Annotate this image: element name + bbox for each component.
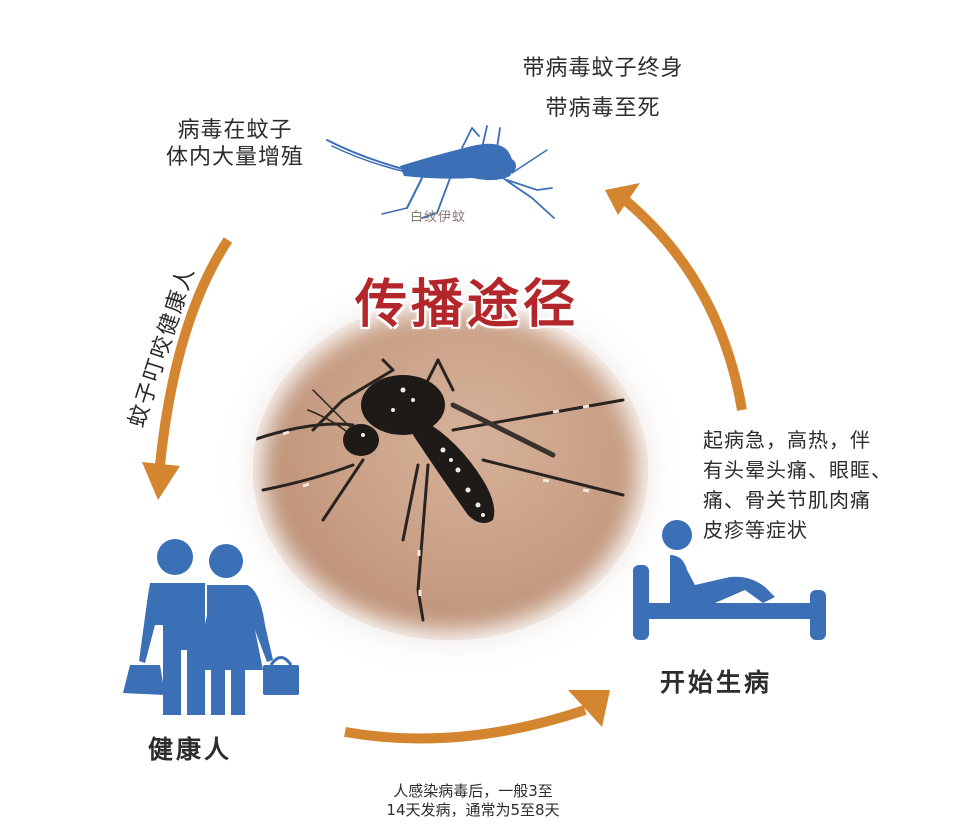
symptoms-line3: 痛、骨关节肌肉痛 — [703, 488, 871, 512]
species-label: 白纹伊蚊 — [410, 210, 467, 225]
arrow-right-bottom — [344, 705, 587, 744]
incubation-line1: 人感染病毒后，一般3至 — [393, 782, 553, 800]
fall-ill-label: 开始生病 — [660, 668, 773, 697]
aedes-mosquito-illustration — [253, 358, 625, 622]
arrow-down-left — [155, 237, 233, 466]
incubation-note: 人感染病毒后，一般3至 14天发病，通常为5至8天 — [338, 782, 608, 820]
mosquito-photo — [253, 300, 648, 640]
person-in-bed-icon — [633, 520, 826, 640]
mosquito-icon — [326, 125, 555, 219]
couple-icon — [123, 539, 299, 715]
symptoms-line4: 皮疹等症状 — [703, 518, 808, 542]
carrier-note-line2: 带病毒至死 — [545, 96, 661, 121]
replication-line1: 病毒在蚊子 — [177, 118, 293, 143]
incubation-line2: 14天发病，通常为5至8天 — [386, 801, 560, 819]
carrier-for-life-note: 带病毒蚊子终身 带病毒至死 — [488, 54, 718, 124]
symptoms-line2: 有头晕头痛、眼眶、 — [703, 458, 892, 482]
healthy-person-label: 健康人 — [148, 735, 233, 764]
symptoms-line1: 起病急，高热，伴 — [703, 428, 871, 452]
carrier-note-line1: 带病毒蚊子终身 — [522, 56, 684, 81]
replication-line2: 体内大量增殖 — [165, 145, 304, 170]
arrow-up-right — [621, 196, 747, 411]
symptoms-note: 起病急，高热，伴 有头晕头痛、眼眶、 痛、骨关节肌肉痛 皮疹等症状 — [703, 425, 953, 545]
page-title: 传播途径 — [354, 275, 579, 335]
virus-replication-note: 病毒在蚊子 体内大量增殖 — [130, 117, 340, 171]
